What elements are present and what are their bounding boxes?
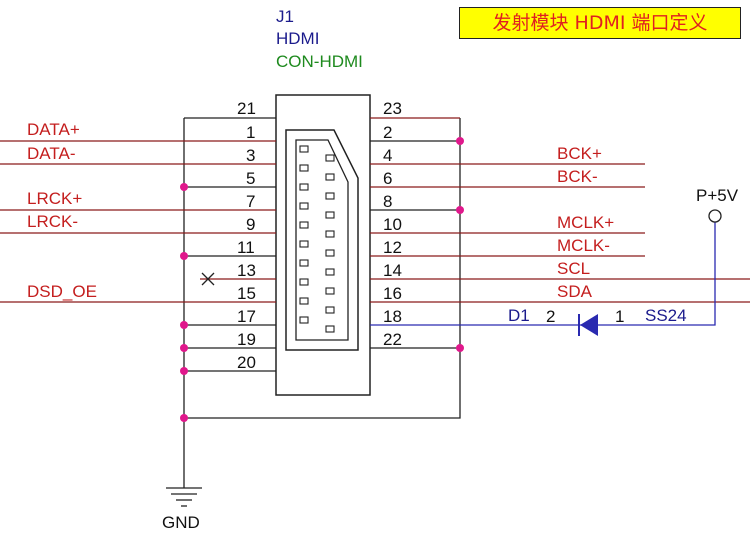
pin-label: 14 — [383, 261, 402, 280]
pin-label: 1 — [246, 123, 255, 142]
right-wires — [370, 117, 750, 349]
title-banner: 发射模块 HDMI 端口定义 — [459, 7, 741, 39]
right-pin-labels: 23 2 4 6 8 10 12 14 16 18 22 — [383, 99, 402, 349]
net-label: DSD_OE — [27, 282, 97, 301]
left-net-labels: DATA+ DATA- LRCK+ LRCK- DSD_OE — [27, 120, 97, 301]
pin-label: 7 — [246, 192, 255, 211]
pin-label: 22 — [383, 330, 402, 349]
pin-contact — [299, 316, 309, 324]
net-label: DATA- — [27, 144, 75, 163]
net-label: SCL — [557, 259, 590, 278]
pin-label: 3 — [246, 146, 255, 165]
net-label: MCLK- — [557, 236, 610, 255]
pin-label: 11 — [237, 238, 255, 257]
net-label: LRCK+ — [27, 189, 82, 208]
pin-label: 5 — [246, 169, 255, 188]
pin-contact — [325, 154, 335, 162]
pin-contact — [299, 221, 309, 229]
diode-ref: D1 — [508, 306, 530, 325]
pin-contact — [299, 164, 309, 172]
pin-label: 6 — [383, 169, 392, 188]
diode-symbol — [578, 314, 598, 336]
pin-contact — [325, 173, 335, 181]
ground-label: GND — [162, 513, 200, 532]
connector-value: HDMI — [276, 29, 319, 48]
left-pin-labels: 21 1 3 5 7 9 11 13 15 17 19 20 — [237, 99, 256, 372]
hdmi-pin-squares — [299, 145, 335, 333]
pin-contact — [299, 297, 309, 305]
connector-body — [275, 94, 371, 396]
pin-label: 17 — [237, 307, 256, 326]
pin-contact — [325, 325, 335, 333]
pin-contact — [325, 287, 335, 295]
pin-label: 2 — [383, 123, 392, 142]
pin-label: 15 — [237, 284, 256, 303]
diode-pin-a: 2 — [546, 307, 555, 326]
pin-contact — [299, 240, 309, 248]
pin-contact — [299, 259, 309, 267]
diode-pin-k: 1 — [615, 307, 624, 326]
pin-label: 20 — [237, 353, 256, 372]
net-label: SDA — [557, 282, 593, 301]
pin-contact — [299, 183, 309, 191]
pin-contact — [299, 145, 309, 153]
pin-label: 12 — [383, 238, 402, 257]
pin-contact — [299, 202, 309, 210]
connector-ref: J1 — [276, 7, 294, 26]
pin-label: 19 — [237, 330, 256, 349]
pin-label: 16 — [383, 284, 402, 303]
right-ground-rail — [184, 118, 461, 419]
pin-contact — [325, 192, 335, 200]
diode-value: SS24 — [645, 306, 687, 325]
net-label: BCK+ — [557, 144, 602, 163]
net-label: DATA+ — [27, 120, 80, 139]
pin-label: 21 — [237, 99, 256, 118]
pin-label: 4 — [383, 146, 392, 165]
pin-label: 23 — [383, 99, 402, 118]
net-label: MCLK+ — [557, 213, 614, 232]
pin-contact — [299, 278, 309, 286]
pin-contact — [325, 211, 335, 219]
left-wires — [0, 117, 276, 372]
pin-contact — [325, 268, 335, 276]
junction-dots — [180, 137, 464, 422]
pin-contact — [325, 230, 335, 238]
pin-label: 8 — [383, 192, 392, 211]
connector-footprint: CON-HDMI — [276, 52, 363, 71]
pin-label: 10 — [383, 215, 402, 234]
net-label: LRCK- — [27, 212, 78, 231]
power-terminal — [708, 209, 722, 223]
pin-label: 18 — [383, 307, 402, 326]
ground-symbol — [166, 487, 202, 507]
power-label: P+5V — [696, 186, 739, 205]
net-label: BCK- — [557, 167, 598, 186]
pin-contact — [325, 249, 335, 257]
right-net-labels: BCK+ BCK- MCLK+ MCLK- SCL SDA — [557, 144, 614, 301]
hdmi-port-outline — [285, 129, 359, 351]
pin-label: 13 — [237, 261, 256, 280]
no-connect-marker — [201, 272, 215, 286]
pin-label: 9 — [246, 215, 255, 234]
hdmi-port-inner — [295, 139, 349, 341]
pin-contact — [325, 306, 335, 314]
